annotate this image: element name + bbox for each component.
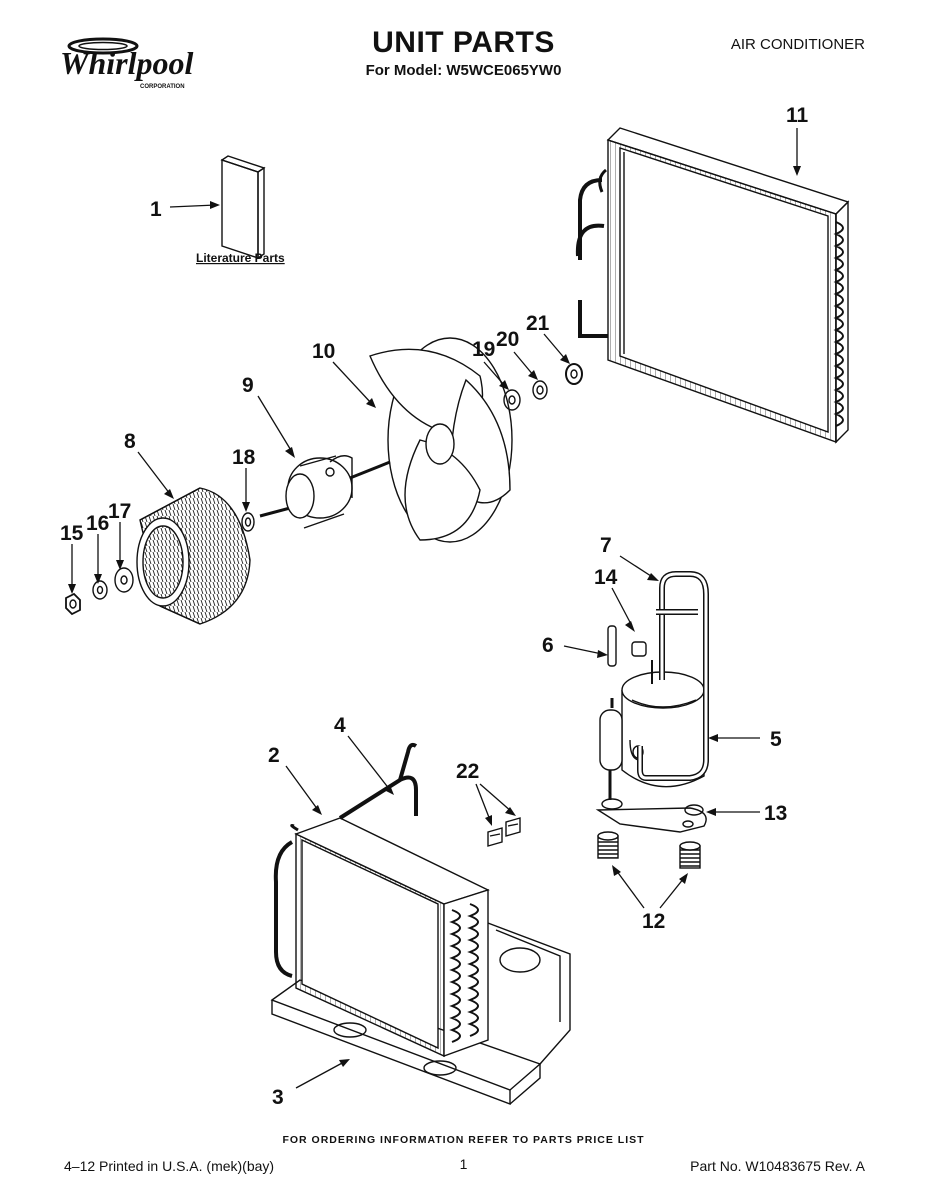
condenser-coil (273, 817, 490, 1058)
callout-1: 1 (150, 198, 162, 221)
callout-10: 10 (312, 340, 335, 363)
compressor-mount-12b (679, 841, 701, 869)
page-title: UNIT PARTS (372, 26, 555, 59)
literature-parts-label: Literature Parts (196, 251, 285, 265)
brand-wordmark: Whirlpool (60, 45, 193, 81)
blower-nut-15 (65, 592, 81, 616)
callout-16: 16 (86, 512, 109, 535)
blower-washer-17 (114, 567, 134, 593)
leader-lines (68, 128, 801, 1089)
callout-15: 15 (60, 522, 84, 545)
callout-7: 7 (600, 534, 612, 557)
document-part-number: Part No. W10483675 Rev. A (690, 1158, 865, 1174)
callout-6: 6 (542, 634, 554, 657)
clip-22b (505, 817, 521, 837)
evaporator-coil (575, 127, 850, 444)
ordering-note: FOR ORDERING INFORMATION REFER TO PARTS … (282, 1134, 645, 1146)
product-category: AIR CONDITIONER (730, 36, 865, 53)
tube-4 (338, 742, 418, 820)
fan-motor (259, 455, 391, 529)
motor-washer-18 (241, 512, 255, 532)
print-info: 4–12 Printed in U.S.A. (mek)(bay) (64, 1158, 275, 1174)
model-subtitle: For Model: W5WCE065YW0 (365, 62, 562, 79)
brand-subtext: CORPORATION (140, 84, 185, 90)
callout-14: 14 (594, 566, 618, 589)
callout-13: 13 (764, 802, 787, 825)
tube-6 (607, 625, 617, 667)
fan-washer-20 (532, 380, 548, 400)
page-number: 1 (459, 1156, 468, 1172)
whirlpool-logo: Whirlpool CORPORATION (60, 37, 193, 90)
condenser-fan-blade (369, 337, 513, 543)
callout-2: 2 (268, 744, 280, 767)
callout-22: 22 (456, 760, 479, 783)
callout-3: 3 (272, 1086, 284, 1109)
terminal-cover-14 (631, 641, 653, 684)
callout-17: 17 (108, 500, 131, 523)
callout-12: 12 (642, 910, 665, 933)
callout-18: 18 (232, 446, 256, 469)
callout-11: 11 (786, 104, 809, 127)
blower-wheel (136, 487, 251, 625)
discharge-tube (637, 571, 709, 781)
fan-nut-21 (565, 363, 583, 385)
callout-5: 5 (770, 728, 782, 751)
fan-washer-19 (503, 389, 521, 411)
compressor-base-plate-13 (595, 798, 707, 833)
callout-20: 20 (496, 328, 519, 351)
callout-19: 19 (472, 338, 495, 361)
blower-washer-16 (92, 580, 108, 600)
callout-8: 8 (124, 430, 136, 453)
literature-booklet: Literature Parts (196, 155, 285, 265)
compressor-mount-12a (597, 831, 619, 859)
clip-22a (487, 827, 503, 847)
callout-21: 21 (526, 312, 550, 335)
callout-9: 9 (242, 374, 254, 397)
callout-4: 4 (334, 714, 346, 737)
